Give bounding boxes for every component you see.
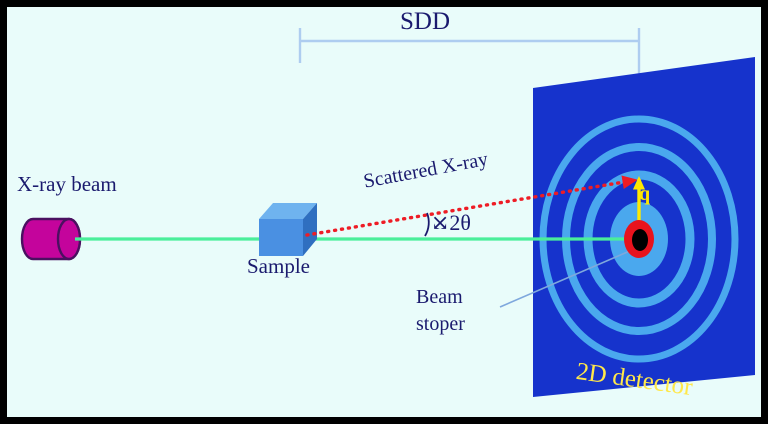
beam-stop-label: Beam stoper — [416, 284, 465, 338]
scattered-xray-line — [305, 175, 638, 237]
xray-beam-label: X-ray beam — [17, 172, 117, 196]
beam-stop-leader-line — [499, 249, 633, 308]
diagram-canvas: SDD X-ray beam Sample Scattered X-ray ⤩2… — [7, 7, 761, 417]
q-vector-label: q — [639, 183, 651, 205]
xray-source — [20, 217, 82, 261]
sample-label: Sample — [247, 254, 310, 278]
sample-cube — [259, 203, 317, 256]
beam-stop — [624, 220, 654, 258]
two-theta-label: ⤩2θ — [431, 210, 471, 235]
sdd-label: SDD — [399, 8, 451, 35]
diagram-vector-layer — [20, 28, 755, 397]
sdd-dimension-marker — [298, 28, 641, 79]
beam-stop-label-line2: stoper — [416, 313, 465, 335]
two-theta-arc — [424, 212, 430, 237]
beam-stop-label-line1: Beam — [416, 286, 463, 308]
